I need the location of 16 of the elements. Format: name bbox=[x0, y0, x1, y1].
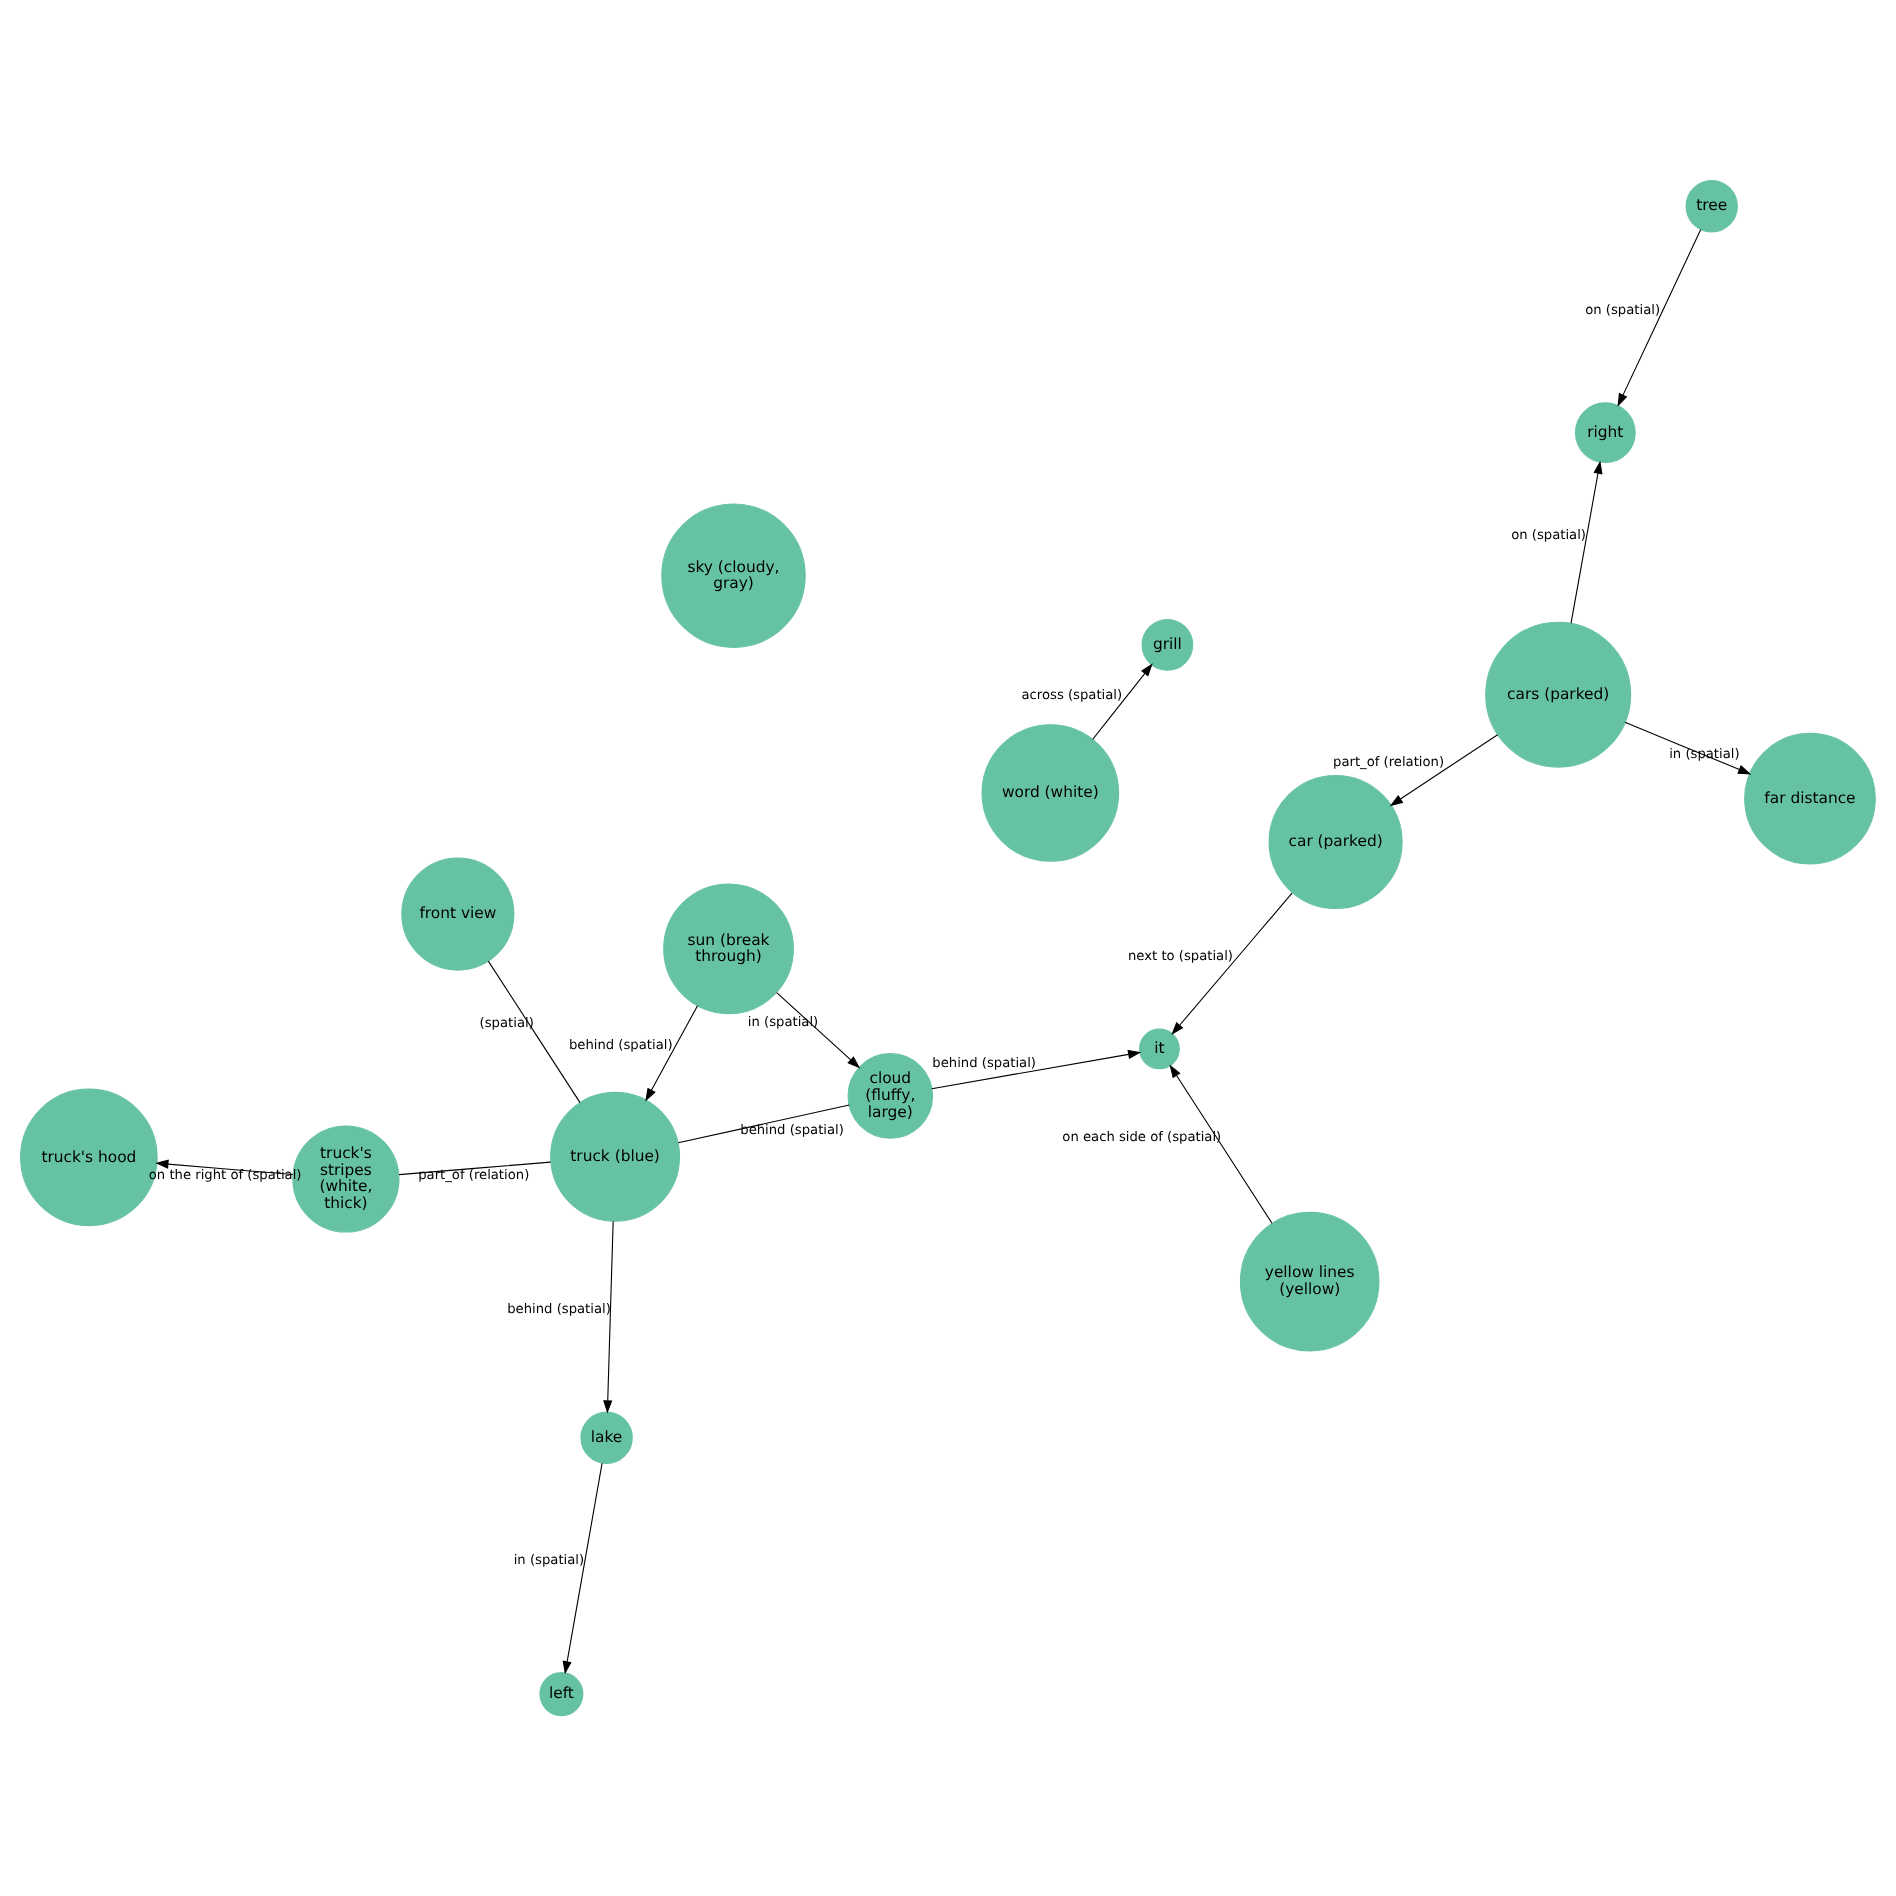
arrow bbox=[931, 1049, 1142, 1090]
connector bbox=[398, 1161, 552, 1176]
connector bbox=[677, 1104, 850, 1144]
arrow bbox=[1389, 734, 1499, 807]
arrow bbox=[1092, 663, 1153, 741]
arrow bbox=[776, 992, 861, 1069]
arrow bbox=[155, 1159, 294, 1176]
connector bbox=[487, 960, 581, 1104]
arrow bbox=[603, 1220, 614, 1414]
arrow bbox=[1617, 229, 1702, 407]
arrow bbox=[645, 1005, 699, 1102]
arrow bbox=[1570, 460, 1603, 624]
arrow bbox=[562, 1462, 603, 1675]
arrow bbox=[1169, 1064, 1273, 1224]
arrow bbox=[1624, 721, 1752, 775]
arrow bbox=[1171, 892, 1293, 1035]
